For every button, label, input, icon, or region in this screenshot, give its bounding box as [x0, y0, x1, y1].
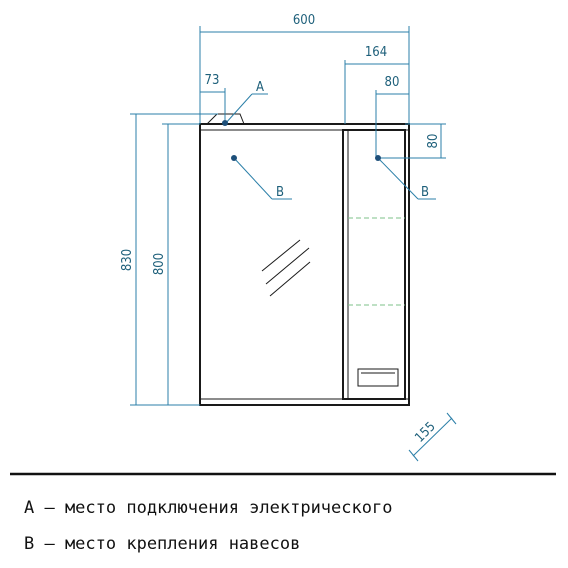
callout-b-left-label: B	[276, 185, 284, 200]
dim-80h-label: 80	[385, 75, 400, 90]
dim-600-label: 600	[293, 13, 315, 28]
mirror-glare-3	[269, 261, 311, 297]
dim-155-label: 155	[412, 419, 438, 445]
dim-155-tick-1	[408, 449, 419, 462]
dimension-lines	[130, 26, 457, 462]
dim-155-tick-2	[446, 412, 457, 425]
callout-b-left-leader	[233, 157, 273, 200]
socket-point-a	[222, 120, 228, 126]
mirror-glare-2	[265, 247, 310, 285]
dim-80v-label: 80	[426, 134, 441, 149]
mirror-glare-1	[261, 239, 301, 272]
callout-b-right-leader	[377, 157, 419, 200]
cabinet-body	[199, 113, 410, 406]
dim-164-label: 164	[365, 45, 387, 60]
socket-housing	[206, 113, 245, 125]
right-column-outline	[342, 129, 406, 400]
callout-a-leader	[224, 93, 253, 125]
legend-line-a: A – место подключения электрического	[24, 498, 393, 518]
dim-800-label: 800	[152, 253, 167, 275]
bottom-drawer	[357, 368, 399, 387]
callout-b-right-label: B	[421, 185, 429, 200]
legend-line-b: B – место крепления навесов	[24, 534, 301, 554]
dim-73-label: 73	[205, 73, 220, 88]
callout-a-label: A	[256, 80, 264, 95]
dim-155-line	[412, 417, 453, 457]
hanger-point-left	[231, 155, 237, 161]
dim-830-label: 830	[120, 249, 135, 271]
cabinet-outline	[199, 123, 410, 406]
hanger-point-right	[375, 155, 381, 161]
